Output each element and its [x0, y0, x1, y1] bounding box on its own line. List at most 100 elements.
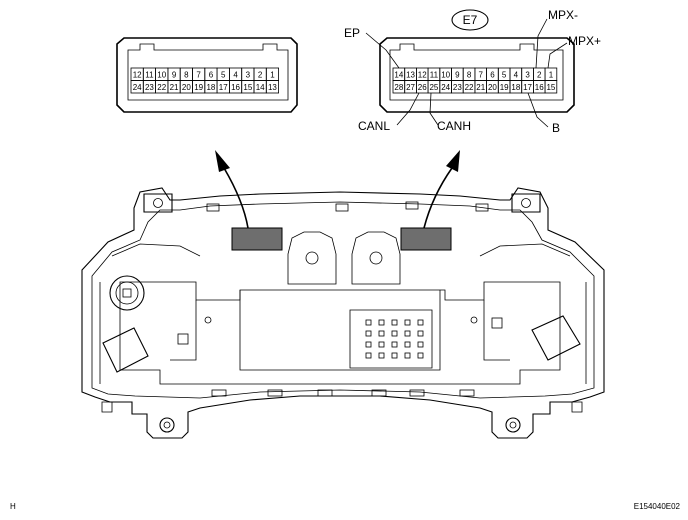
pin-number: 15: [243, 83, 252, 92]
pin-number: 21: [170, 83, 179, 92]
grid-dot: [417, 352, 424, 359]
mpx-minus-leader: [535, 18, 548, 69]
grid-dot: [365, 352, 372, 359]
b-leader: [527, 92, 549, 128]
pin-number: 12: [133, 70, 142, 79]
grid-dot: [365, 341, 372, 348]
right-connector-socket: [400, 227, 452, 251]
pin-number: 18: [206, 83, 215, 92]
pin-number: 19: [500, 83, 509, 92]
grid-dot: [391, 341, 398, 348]
label-mpx-minus: MPX-: [548, 8, 578, 22]
pin-number: 26: [418, 83, 427, 92]
grid-dot: [391, 352, 398, 359]
pin-number: 23: [145, 83, 154, 92]
pin-number: 23: [453, 83, 462, 92]
pin-number: 1: [549, 70, 554, 79]
pin-number: 19: [194, 83, 203, 92]
pin-number: 5: [221, 70, 226, 79]
grid-dot: [378, 352, 385, 359]
pin-number: 7: [479, 70, 484, 79]
connector-id: E7: [463, 13, 478, 27]
pin-number: 20: [488, 83, 497, 92]
pin-number: 21: [476, 83, 485, 92]
grid-dot: [365, 330, 372, 337]
grid-dot: [378, 330, 385, 337]
grid-dot: [378, 319, 385, 326]
pin-number: 24: [441, 83, 450, 92]
label-ep: EP: [344, 26, 360, 40]
left-arrow-shaft: [223, 167, 249, 229]
grid-dot: [417, 319, 424, 326]
footer-left-code: H: [10, 502, 16, 511]
pin-number: 9: [172, 70, 177, 79]
pin-number: 17: [523, 83, 532, 92]
connector-id-oval: [451, 9, 489, 31]
right-arrow-shaft: [423, 167, 453, 229]
left-arrow-head: [215, 150, 230, 172]
pin-number: 25: [429, 83, 438, 92]
label-b: B: [552, 121, 560, 135]
pin-number: 18: [511, 83, 520, 92]
pin-number: 22: [465, 83, 474, 92]
grid-dot: [391, 319, 398, 326]
grid-dot: [404, 330, 411, 337]
pin-number: 3: [525, 70, 530, 79]
pin-number: 15: [546, 83, 555, 92]
right-arrow-head: [446, 150, 460, 172]
pin-number: 14: [394, 70, 403, 79]
pin-number: 11: [145, 70, 154, 79]
pin-number: 20: [182, 83, 191, 92]
pin-number: 7: [196, 70, 201, 79]
pin-number: 8: [184, 70, 189, 79]
pin-number: 17: [219, 83, 228, 92]
grid-dot: [404, 319, 411, 326]
grid-dot: [417, 341, 424, 348]
pin-number: 2: [537, 70, 542, 79]
pin-number: 5: [502, 70, 507, 79]
pin-cell: [544, 80, 558, 94]
pin-number: 16: [535, 83, 544, 92]
grid-dot: [417, 330, 424, 337]
grid-dot: [404, 352, 411, 359]
label-canh: CANH: [437, 119, 471, 133]
ep-leader: [365, 32, 400, 69]
pin-number: 10: [441, 70, 450, 79]
grid-dot: [404, 341, 411, 348]
combination-meter: [81, 187, 605, 439]
pin-number: 8: [467, 70, 472, 79]
pin-number: 16: [231, 83, 240, 92]
canh-leader: [429, 92, 439, 126]
pin-number: 4: [514, 70, 519, 79]
pin-number: 28: [394, 83, 403, 92]
mpx-plus-leader: [547, 42, 568, 69]
pin-number: 24: [133, 83, 142, 92]
pin-number: 3: [246, 70, 251, 79]
canl-leader: [396, 92, 420, 126]
display-dot-grid: [365, 319, 424, 359]
pin-cell: [265, 80, 279, 94]
pin-number: 22: [157, 83, 166, 92]
pin-number: 13: [268, 83, 277, 92]
left-connector-socket: [231, 227, 283, 251]
pin-number: 10: [157, 70, 166, 79]
pin-number: 6: [490, 70, 495, 79]
pin-number: 4: [233, 70, 238, 79]
pin-number: 9: [455, 70, 460, 79]
grid-dot: [365, 319, 372, 326]
figure-code: E154040E02: [634, 502, 681, 511]
grid-dot: [391, 330, 398, 337]
pin-number: 6: [209, 70, 214, 79]
grid-dot: [378, 341, 385, 348]
label-canl: CANL: [358, 119, 390, 133]
pin-number: 13: [406, 70, 415, 79]
label-mpx-plus: MPX+: [568, 34, 601, 48]
pin-number: 1: [270, 70, 275, 79]
pin-number: 2: [258, 70, 263, 79]
pin-number: 27: [406, 83, 415, 92]
